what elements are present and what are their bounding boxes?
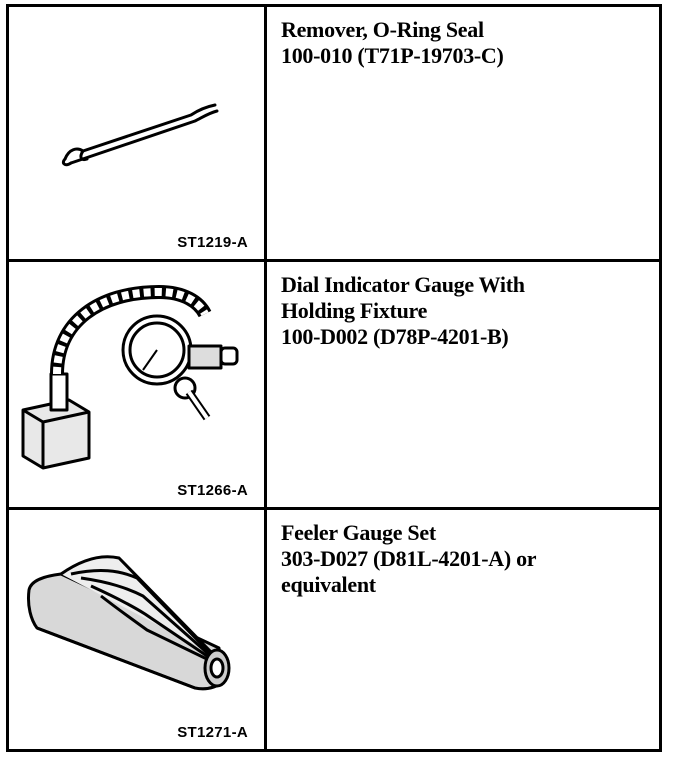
- tool-note: equivalent: [281, 572, 376, 597]
- dial-indicator-gauge-icon: [21, 285, 239, 470]
- tool-description: Dial Indicator Gauge With Holding Fixtur…: [267, 262, 659, 507]
- tool-row: ST1266-A Dial Indicator Gauge With Holdi…: [9, 259, 659, 507]
- illustration-code: ST1271-A: [177, 724, 248, 741]
- tool-name: Dial Indicator Gauge With: [281, 272, 525, 297]
- special-tools-table: ST1219-A Remover, O-Ring Seal 100-010 (T…: [6, 4, 662, 752]
- tool-name: Remover, O-Ring Seal: [281, 17, 484, 42]
- feeler-gauge-set-icon: [27, 555, 231, 691]
- tool-description: Remover, O-Ring Seal 100-010 (T71P-19703…: [267, 7, 659, 259]
- tool-description: Feeler Gauge Set 303-D027 (D81L-4201-A) …: [267, 510, 659, 749]
- tool-row: ST1219-A Remover, O-Ring Seal 100-010 (T…: [9, 7, 659, 259]
- tool-part-number: 303-D027 (D81L-4201-A) or: [281, 546, 537, 571]
- tool-part-number: 100-010 (T71P-19703-C): [281, 43, 504, 68]
- tool-illustration-cell: ST1219-A: [9, 7, 267, 259]
- illustration-code: ST1219-A: [177, 234, 248, 251]
- tool-name-cont: Holding Fixture: [281, 298, 428, 323]
- tool-name: Feeler Gauge Set: [281, 520, 436, 545]
- illustration-code: ST1266-A: [177, 482, 248, 499]
- tool-row: ST1271-A Feeler Gauge Set 303-D027 (D81L…: [9, 507, 659, 749]
- o-ring-remover-icon: [61, 103, 219, 167]
- tool-illustration-cell: ST1266-A: [9, 262, 267, 507]
- tool-part-number: 100-D002 (D78P-4201-B): [281, 324, 509, 349]
- tool-illustration-cell: ST1271-A: [9, 510, 267, 749]
